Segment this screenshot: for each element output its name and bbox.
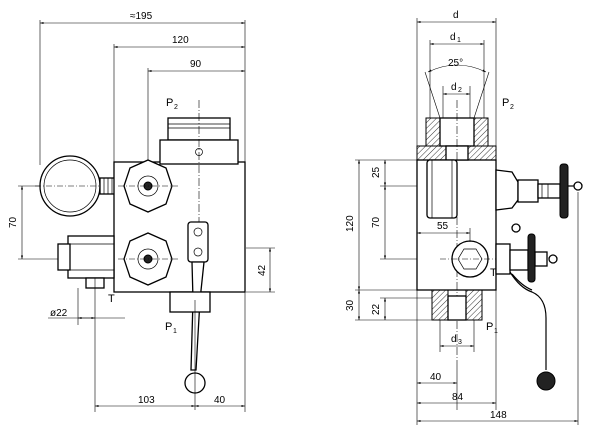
upper-valve-handwheel-icon (118, 159, 178, 213)
dim-angle: 25° (448, 58, 463, 69)
side-left-dimensions: 120 25 70 (345, 159, 417, 291)
dim-w-84: 84 (452, 392, 464, 403)
t-port-fitting-icon (57, 235, 115, 325)
dim-h-30: 30 (345, 299, 356, 311)
dim-bottom-40: 40 (214, 395, 226, 406)
dim-h-25: 25 (371, 166, 382, 178)
front-bottom-dimensions: 103 40 (94, 292, 246, 412)
side-bottom-dimensions: 40 84 148 (416, 192, 579, 425)
dim-height-70: 70 (8, 216, 19, 228)
dim-height-42: 42 (257, 264, 268, 276)
label-p1: P (165, 321, 172, 333)
side-lower-left-dimensions: 30 22 (345, 290, 432, 321)
side-upper-valve-icon (495, 163, 583, 219)
side-label-p2-sub: 2 (510, 104, 514, 111)
label-t: T (108, 293, 115, 305)
dim-d: d (453, 10, 459, 21)
side-port-labels: P 2 P 1 T (486, 97, 514, 335)
front-top-dimensions: ≈195 120 90 (39, 11, 246, 180)
lower-valve-handwheel-icon (118, 232, 178, 286)
label-p1-sub: 1 (173, 328, 177, 335)
dim-w-40: 40 (430, 372, 442, 383)
side-view: d d 1 25° d 2 (345, 10, 583, 425)
dim-d3: d (451, 334, 457, 345)
side-label-p1-sub: 1 (494, 328, 498, 335)
pressure-gauge-icon (35, 155, 117, 217)
dim-overall-width: ≈195 (130, 11, 153, 22)
dim-width-90: 90 (190, 59, 202, 70)
dim-h-70: 70 (371, 216, 382, 228)
label-p2-sub: 2 (174, 104, 178, 111)
front-right-dimension: 42 (246, 247, 275, 293)
front-port-labels: P 2 P 1 T (108, 97, 178, 335)
side-lower-valve-lever-icon (495, 223, 558, 391)
side-label-p1: P (486, 321, 493, 333)
side-label-t: T (490, 267, 497, 279)
dim-bottom-103: 103 (138, 395, 155, 406)
dim-w-148: 148 (490, 410, 507, 421)
dim-d3-sub: 3 (458, 339, 462, 346)
dim-width-120: 120 (172, 35, 189, 46)
side-label-p2: P (502, 97, 509, 109)
valve-block-side (416, 100, 505, 360)
dim-diameter: ø22 (50, 308, 68, 319)
front-view: ≈195 120 90 70 42 (8, 11, 275, 412)
dim-d1-sub: 1 (457, 37, 461, 44)
dim-h-55: 55 (437, 221, 449, 232)
front-diameter-dimension: ø22 (48, 288, 125, 325)
dim-h-22: 22 (371, 303, 382, 315)
lever-handle-icon (169, 221, 211, 410)
side-top-dimensions: d d 1 25° d 2 (416, 10, 497, 160)
dim-h-120: 120 (345, 215, 356, 232)
dim-d1: d (450, 32, 456, 43)
label-p2: P (166, 97, 173, 109)
dim-d2: d (451, 82, 457, 93)
dim-d2-sub: 2 (458, 87, 462, 94)
side-dim-d3: d 3 (439, 320, 475, 352)
side-dim-55: 55 (417, 221, 471, 242)
